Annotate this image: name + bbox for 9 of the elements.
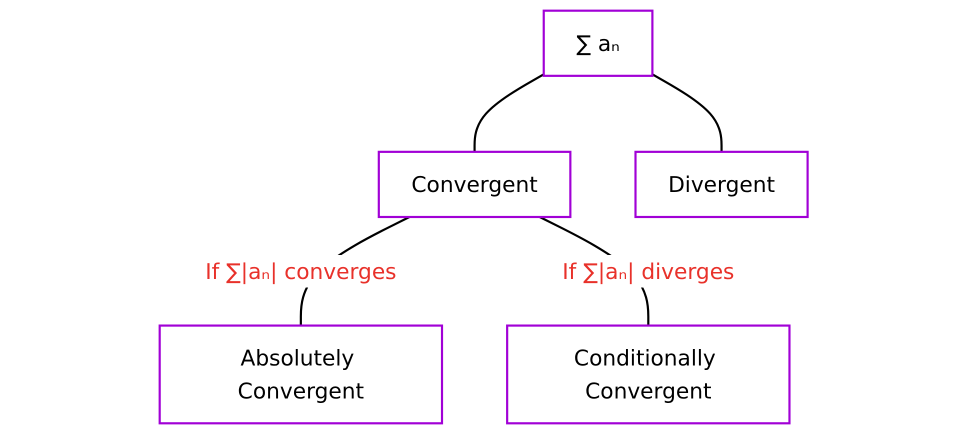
connector-line — [474, 73, 545, 152]
connector-line — [652, 73, 723, 152]
tree-node-box: Conditionally Convergent — [506, 324, 791, 424]
tree-node-box: Divergent — [634, 150, 810, 218]
tree-node-box: Convergent — [378, 150, 572, 218]
edge-label: If ∑|aₙ| converges — [206, 255, 397, 288]
tree-node-box: ∑ aₙ — [543, 10, 654, 77]
edge-label: If ∑|aₙ| diverges — [562, 255, 735, 288]
tree-node-box: Absolutely Convergent — [158, 324, 444, 424]
